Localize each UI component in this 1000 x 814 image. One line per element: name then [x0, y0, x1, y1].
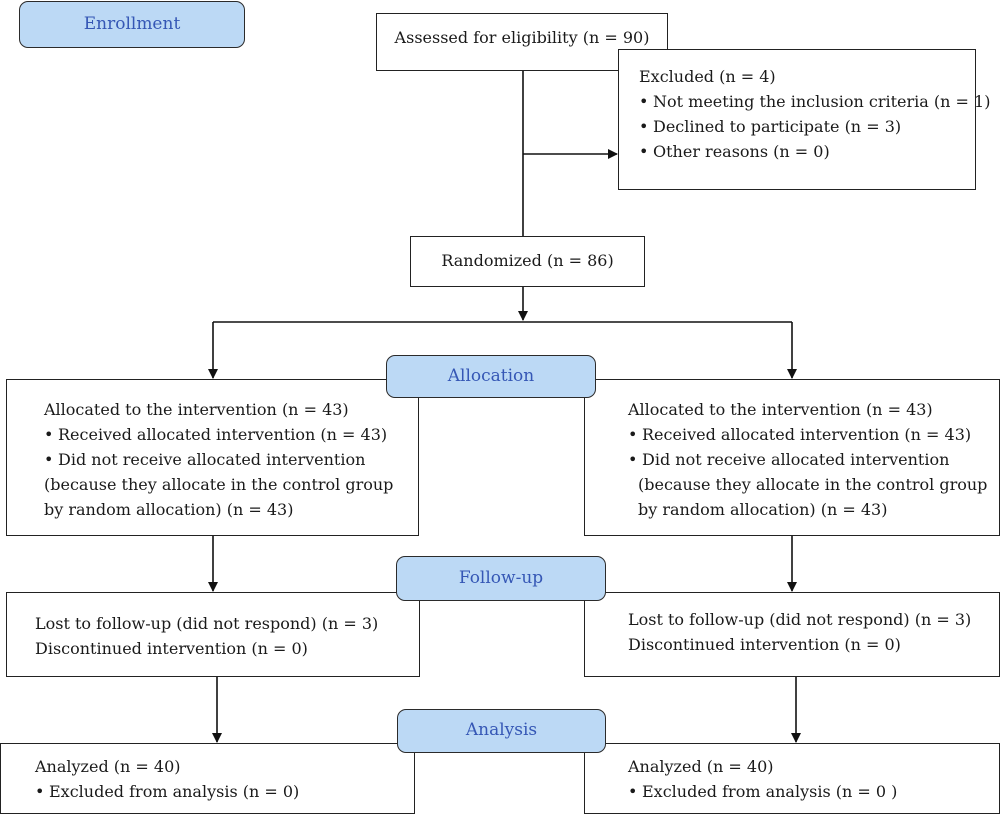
left-followup-box: Lost to follow-up (did not respond) (n =…	[6, 592, 420, 677]
stage-follow-up: Follow-up	[396, 556, 606, 601]
right-allocation-received: Received allocated intervention (n = 43)	[628, 422, 999, 447]
excluded-item-declined: Declined to participate (n = 3)	[639, 114, 975, 139]
left-allocation-title: Allocated to the intervention (n = 43)	[44, 400, 349, 419]
excluded-item-other: Other reasons (n = 0)	[639, 139, 975, 164]
right-analysis-analyzed: Analyzed (n = 40)	[628, 757, 774, 776]
right-analysis-excluded: Excluded from analysis (n = 0 )	[628, 779, 999, 804]
right-allocation-not-received: Did not receive allocated intervention	[628, 447, 999, 472]
excluded-title: Excluded (n = 4)	[639, 67, 776, 86]
randomized-text: Randomized (n = 86)	[441, 251, 614, 270]
left-analysis-analyzed: Analyzed (n = 40)	[35, 757, 181, 776]
left-allocation-received: Received allocated intervention (n = 43)	[44, 422, 418, 447]
right-allocation-box: Allocated to the intervention (n = 43) R…	[584, 379, 1000, 536]
excluded-item-inclusion: Not meeting the inclusion criteria (n = …	[639, 89, 990, 114]
left-allocation-reason-2: by random allocation) (n = 43)	[44, 500, 294, 519]
left-allocation-not-received: Did not receive allocated intervention	[44, 447, 418, 472]
stage-allocation: Allocation	[386, 355, 596, 398]
right-followup-discontinued: Discontinued intervention (n = 0)	[628, 635, 901, 654]
right-allocation-reason-2: by random allocation) (n = 43)	[638, 500, 888, 519]
right-allocation-title: Allocated to the intervention (n = 43)	[628, 400, 933, 419]
left-analysis-box: Analyzed (n = 40) Excluded from analysis…	[0, 743, 415, 814]
stage-analysis: Analysis	[397, 709, 606, 753]
randomized-box: Randomized (n = 86)	[410, 236, 645, 287]
right-allocation-reason-1: (because they allocate in the control gr…	[638, 475, 988, 494]
left-analysis-excluded: Excluded from analysis (n = 0)	[35, 779, 414, 804]
right-followup-box: Lost to follow-up (did not respond) (n =…	[584, 592, 1000, 677]
left-allocation-box: Allocated to the intervention (n = 43) R…	[6, 379, 419, 536]
right-analysis-box: Analyzed (n = 40) Excluded from analysis…	[584, 743, 1000, 814]
right-followup-lost: Lost to follow-up (did not respond) (n =…	[628, 610, 972, 629]
assessed-text: Assessed for eligibility (n = 90)	[394, 28, 650, 47]
left-followup-discontinued: Discontinued intervention (n = 0)	[35, 639, 308, 658]
left-followup-lost: Lost to follow-up (did not respond) (n =…	[35, 614, 379, 633]
left-allocation-reason-1: (because they allocate in the control gr…	[44, 475, 394, 494]
stage-enrollment: Enrollment	[19, 1, 245, 48]
excluded-box: Excluded (n = 4) Not meeting the inclusi…	[618, 49, 990, 190]
